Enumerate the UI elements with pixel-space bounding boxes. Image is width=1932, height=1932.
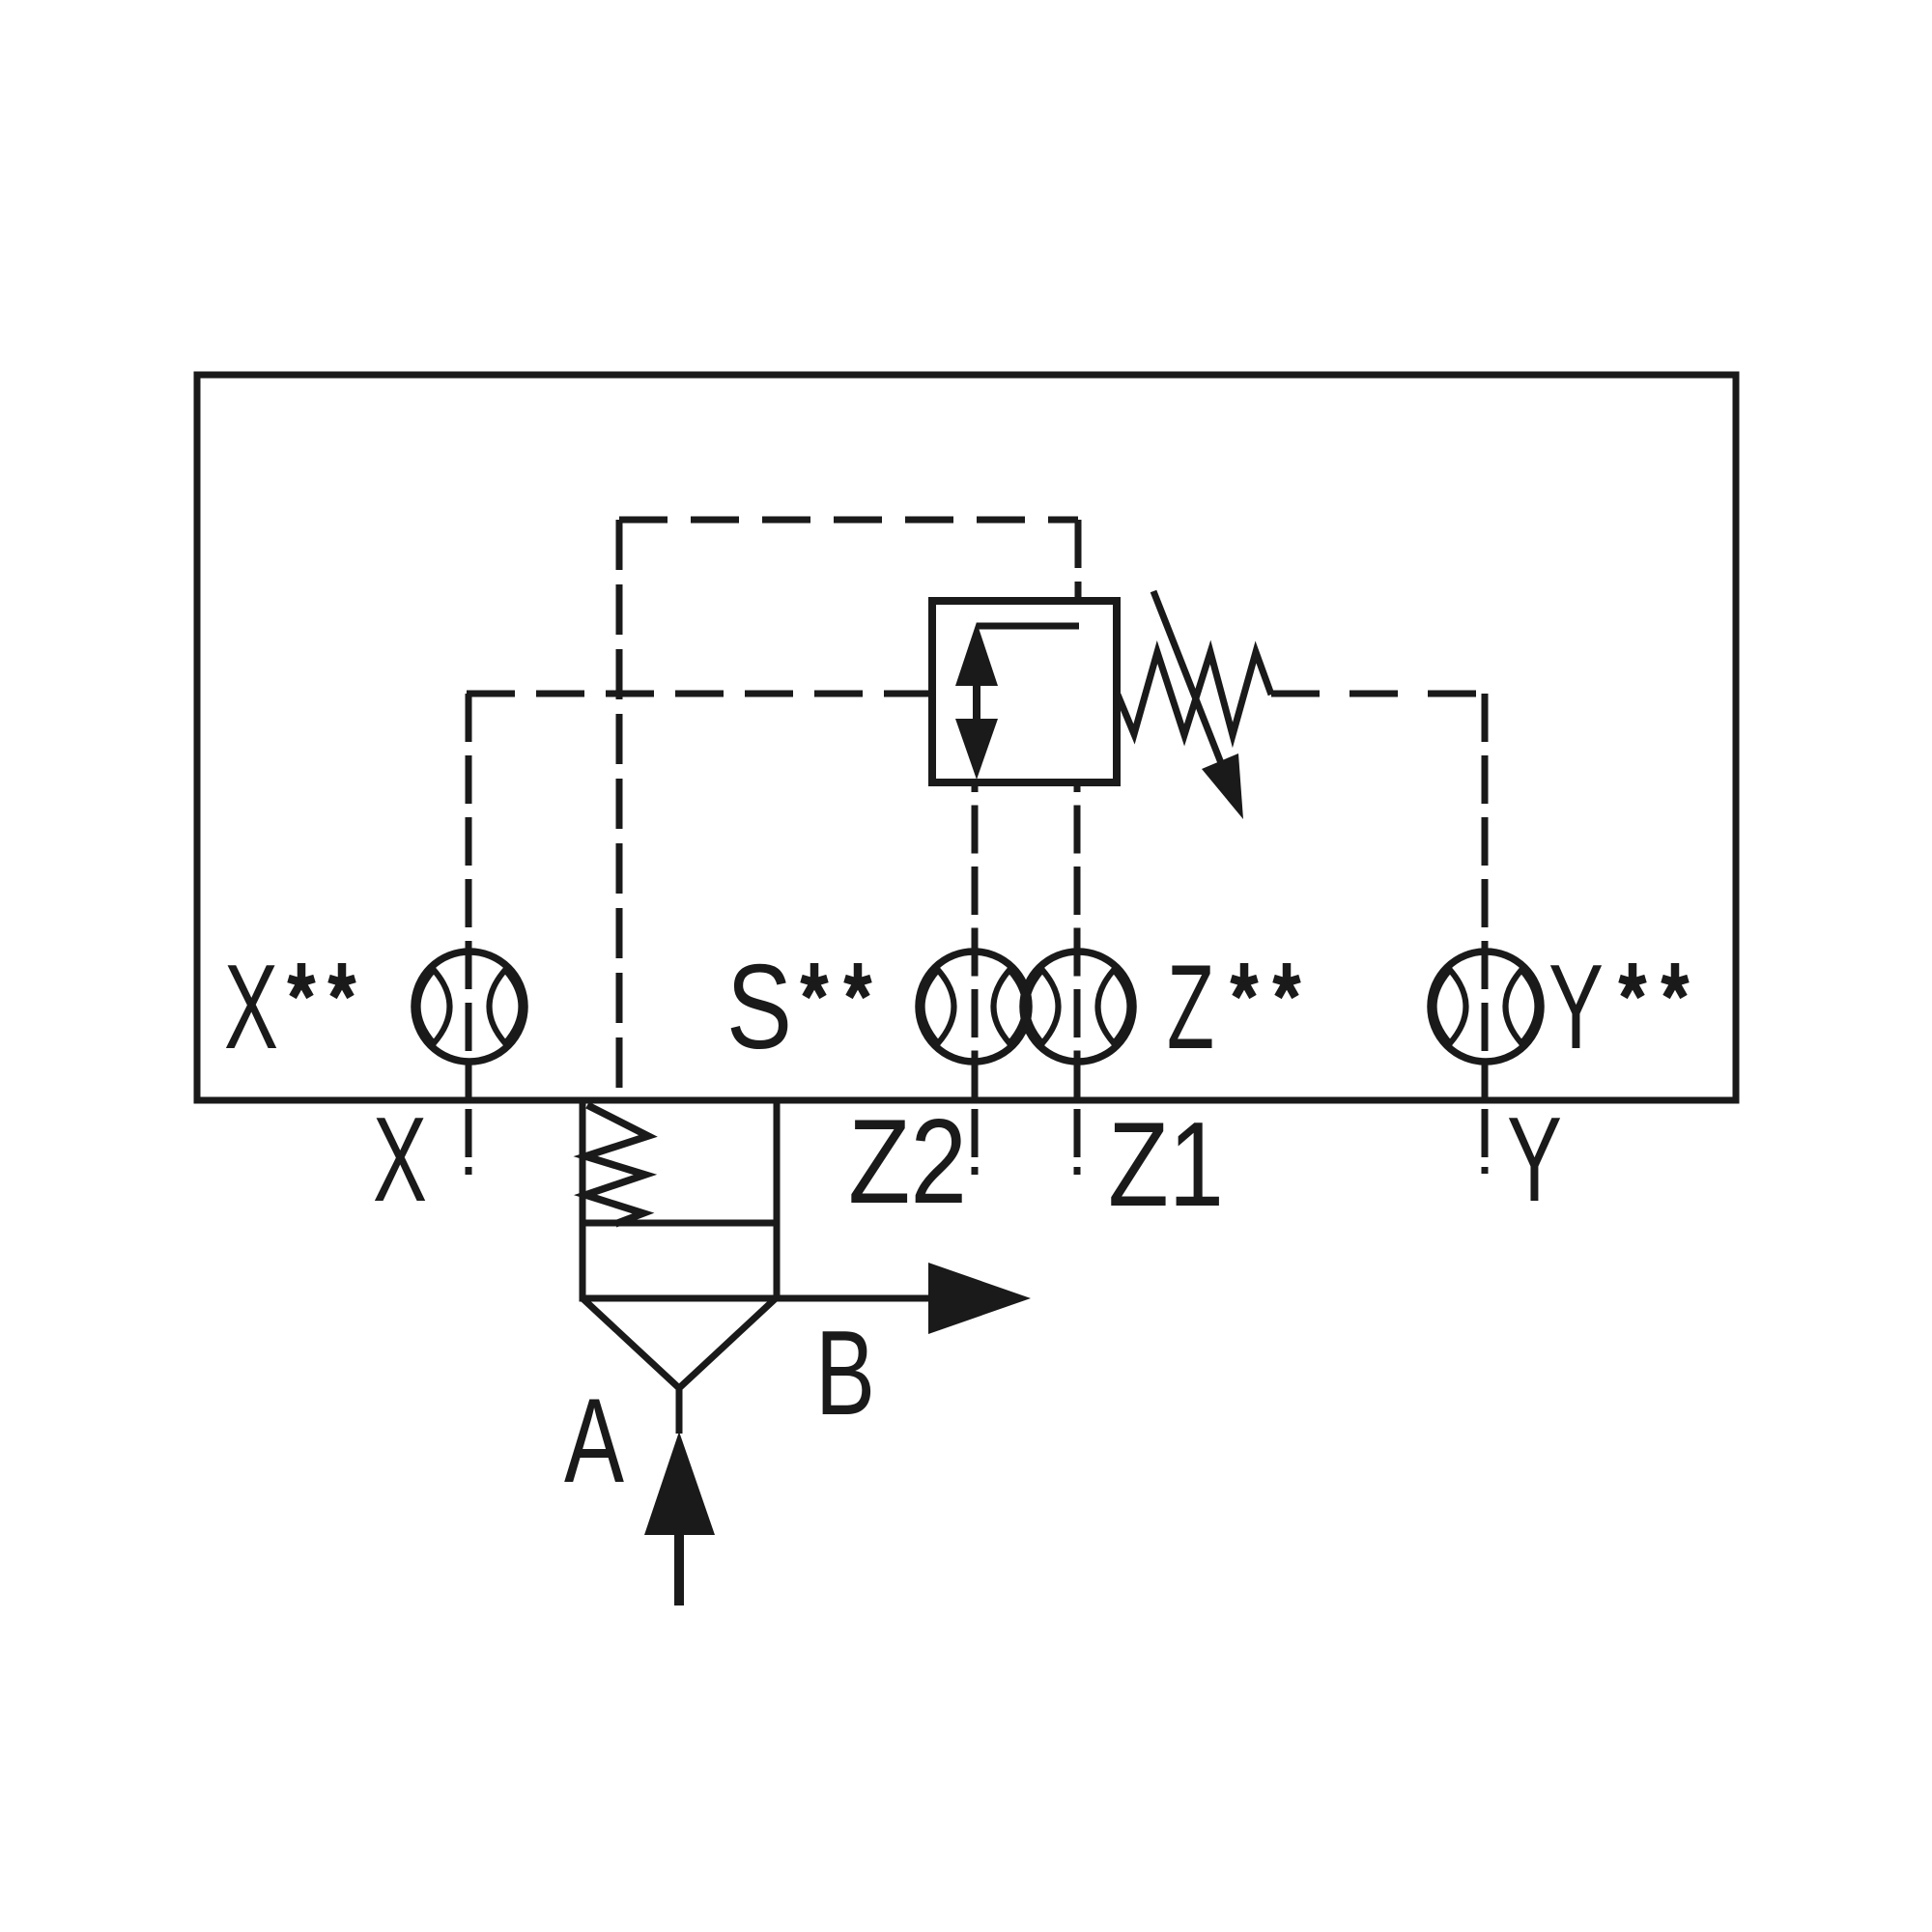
svg-text:X: X [373, 1094, 427, 1227]
svg-text:Y: Y [1507, 1094, 1562, 1227]
svg-text:Z2: Z2 [848, 1095, 967, 1229]
svg-text:A: A [564, 1375, 624, 1508]
svg-text:Z1: Z1 [1108, 1098, 1224, 1232]
svg-text:S: S [726, 941, 792, 1074]
svg-text:Z: Z [1167, 941, 1214, 1074]
svg-text:Y: Y [1548, 941, 1604, 1074]
svg-text:B: B [815, 1307, 875, 1440]
svg-text:X: X [224, 941, 278, 1074]
